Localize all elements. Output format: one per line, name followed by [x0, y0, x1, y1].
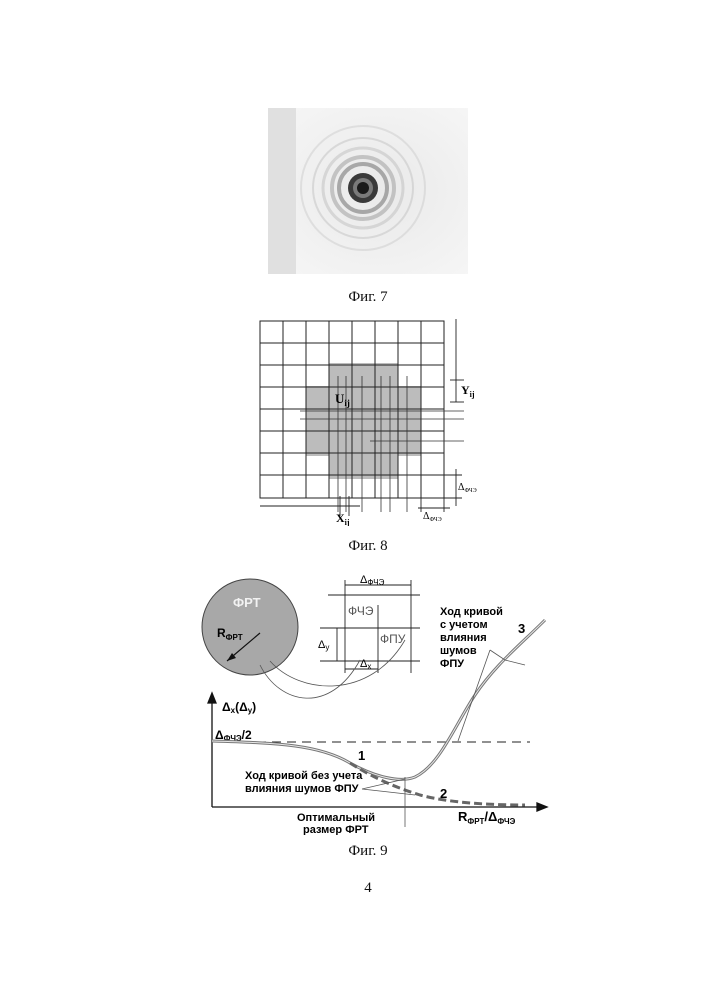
svg-text:шумов: шумов — [440, 645, 477, 657]
svg-text:Ход кривой: Ход кривой — [440, 606, 503, 618]
fig9-note-optimal: Оптимальный размер ФРТ — [297, 812, 375, 835]
fig9-delta-y-label: Δy — [318, 639, 329, 652]
svg-text:Ход кривой без учета: Ход кривой без учета — [245, 770, 363, 782]
fig9-svg: ФРТ RФРТ ΔФЧЭ ФЧЭ ФПУ Δy Δx — [200, 565, 570, 835]
fig8-grid — [260, 321, 444, 498]
svg-text:размер ФРТ: размер ФРТ — [303, 824, 369, 835]
fig9-curve2-label: 2 — [440, 786, 447, 801]
fig8-delta-right-label: ΔФЧЭ — [458, 482, 477, 494]
fig9-note-with-noise: Ход кривой с учетом влияния шумов ФПУ — [440, 606, 503, 670]
fig9-y-axis-label: Δx(Δy) — [222, 700, 256, 715]
fig9-delta-x-label: Δx — [360, 658, 371, 671]
fig9-diagram: ФРТ RФРТ ΔФЧЭ ФЧЭ ФПУ Δy Δx — [200, 565, 570, 835]
fig8-caption: Фиг. 8 — [318, 538, 418, 555]
fig8-diagram: Uij Yij ΔФЧЭ ΔФЧЭ Xij — [250, 316, 480, 526]
fig9-pixel-grid — [320, 580, 420, 673]
fig9-curve3-label: 3 — [518, 621, 525, 636]
fig8-y-label: Yij — [461, 383, 475, 399]
fig9-note-without-noise: Ход кривой без учета влияния шумов ФПУ — [245, 770, 363, 795]
fig9-curve-2 — [350, 763, 525, 805]
fig8-svg: Uij Yij ΔФЧЭ ΔФЧЭ Xij — [250, 316, 480, 526]
svg-text:ФПУ: ФПУ — [440, 658, 464, 670]
fig9-fche-label: ФЧЭ — [348, 604, 374, 618]
svg-text:влияния шумов ФПУ: влияния шумов ФПУ — [245, 783, 359, 795]
fig7-image — [268, 108, 468, 274]
page-number: 4 — [318, 880, 418, 897]
fig8-x-label: Xij — [336, 511, 350, 526]
svg-text:с учетом: с учетом — [440, 619, 488, 631]
svg-text:влияния: влияния — [440, 632, 487, 644]
fig7-caption: Фиг. 7 — [318, 289, 418, 306]
fig8-spot — [306, 363, 421, 479]
fig9-caption: Фиг. 9 — [318, 843, 418, 860]
fig9-delta-fche-label: ΔФЧЭ — [360, 574, 385, 587]
fig9-x-axis-label: RФРТ/ΔФЧЭ — [458, 809, 516, 826]
fig8-delta-bottom-label: ΔФЧЭ — [423, 511, 442, 523]
fig9-fpu-label: ФПУ — [380, 632, 406, 646]
svg-text:Оптимальный: Оптимальный — [297, 812, 375, 824]
fig9-frt-label: ФРТ — [233, 595, 261, 610]
fig9-curve1-label: 1 — [358, 748, 365, 763]
